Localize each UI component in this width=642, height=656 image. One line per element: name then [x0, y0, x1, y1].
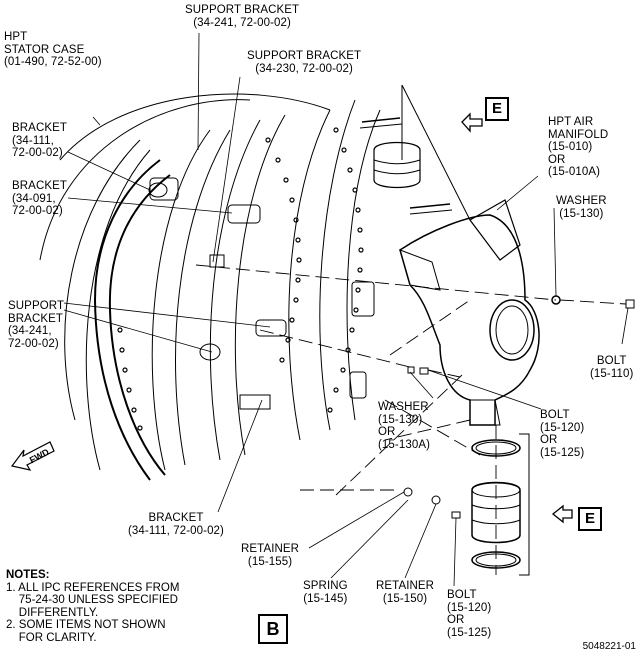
note-item-1: 1. ALL IPC REFERENCES FROM 75-24-30 UNLE…: [6, 581, 180, 619]
notes-block: NOTES: 1. ALL IPC REFERENCES FROM 75-24-…: [6, 569, 179, 644]
label-bracket-34-111-a: BRACKET (34-111, 72-00-02): [12, 122, 68, 159]
label-spring-15-145: SPRING (15-145): [303, 580, 348, 605]
label-bolt-15-120-mid: BOLT (15-120) OR (15-125): [540, 409, 585, 459]
label-retainer-15-150: RETAINER (15-150): [376, 580, 435, 605]
label-hpt-air-manifold: HPT AIR MANIFOLD (15-010) OR (15-010A): [548, 116, 609, 178]
view-e-callout-bottom: E: [578, 507, 602, 531]
figure-number: 5048221-01: [582, 641, 636, 652]
label-bracket-34-091: BRACKET (34-091, 72-00-02): [12, 180, 68, 217]
label-washer-15-130a: WASHER (15-130) OR (15-130A): [378, 401, 431, 451]
note-item-2: 2. SOME ITEMS NOT SHOWN FOR CLARITY.: [6, 619, 166, 644]
view-e-callout-top: E: [485, 97, 509, 121]
label-support-bracket-top-2: SUPPORT BRACKET (34-230, 72-00-02): [247, 50, 362, 75]
label-bracket-34-111-b: BRACKET (34-111, 72-00-02): [128, 512, 224, 537]
label-bolt-15-120-bottom: BOLT (15-120) OR (15-125): [447, 589, 492, 639]
label-retainer-15-155: RETAINER (15-155): [241, 543, 300, 568]
notes-heading: NOTES:: [6, 569, 50, 581]
label-washer-15-130: WASHER (15-130): [556, 195, 607, 220]
view-b-callout: B: [258, 614, 288, 644]
label-bolt-15-110: BOLT (15-110): [590, 355, 634, 380]
label-support-bracket-left: SUPPORT BRACKET (34-241, 72-00-02): [8, 300, 65, 350]
label-hpt-stator-case: HPT STATOR CASE (01-490, 72-52-00): [4, 31, 102, 68]
label-support-bracket-top-1: SUPPORT BRACKET (34-241, 72-00-02): [185, 4, 300, 29]
